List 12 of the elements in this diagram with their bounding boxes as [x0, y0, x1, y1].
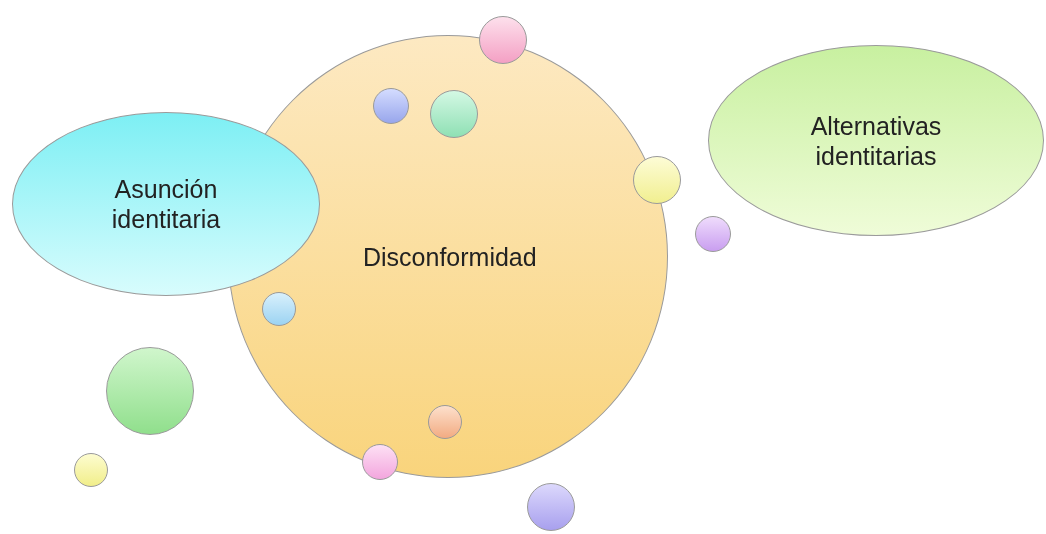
- node-label: Disconformidad: [363, 241, 533, 272]
- circle-bubble: [527, 483, 575, 531]
- circle-bubble: [428, 405, 462, 439]
- circle-bubble: [430, 90, 478, 138]
- circle-bubble: [695, 216, 731, 252]
- circle-bubble: [479, 16, 527, 64]
- circle-bubble: [373, 88, 409, 124]
- circle-bubble: [74, 453, 108, 487]
- circle-bubble: [633, 156, 681, 204]
- circle-bubble: [262, 292, 296, 326]
- node-label: Alternativas identitarias: [809, 110, 943, 171]
- node-label: Asunción identitaria: [110, 174, 222, 234]
